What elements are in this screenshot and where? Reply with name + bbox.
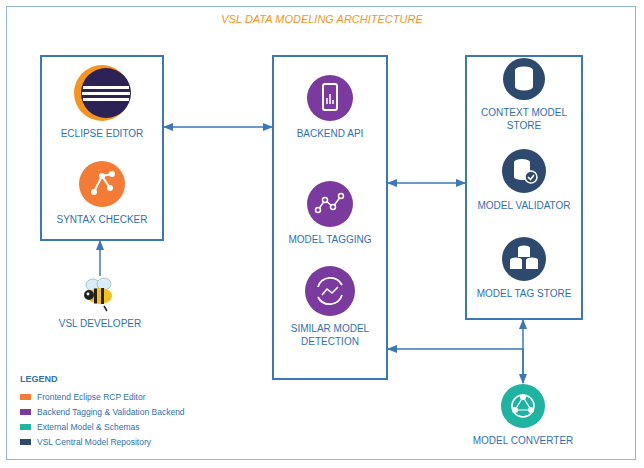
node-label: MODEL TAGGING <box>288 233 371 246</box>
node-label: VSL DEVELOPER <box>59 317 141 330</box>
component-node: VSL DEVELOPER <box>45 276 155 330</box>
icon <box>500 383 546 429</box>
legend-text: VSL Central Model Repository <box>37 437 151 447</box>
legend-swatch <box>20 439 31 445</box>
group-box: ECLIPSE EDITOR SYNTAX CHECKER <box>40 55 164 241</box>
node-label: SYNTAX CHECKER <box>57 213 148 226</box>
component-node: CONTEXT MODEL STORE <box>469 57 579 132</box>
node-label: MODEL CONVERTER <box>473 434 574 447</box>
node-label: ECLIPSE EDITOR <box>61 127 144 140</box>
component-node: SYNTAX CHECKER <box>44 160 160 226</box>
legend-row: Backend Tagging & Validation Backend <box>20 404 185 419</box>
component-node: SIMILAR MODEL DETECTION <box>276 265 384 348</box>
icon <box>501 236 547 282</box>
node-label: MODEL TAG STORE <box>477 287 572 300</box>
component-node: MODEL TAGGING <box>276 180 384 246</box>
legend-swatch <box>20 409 31 415</box>
node-label: BACKEND API <box>297 127 364 140</box>
legend-text: Frontend Eclipse RCP Editor <box>37 392 146 402</box>
diagram-title: VSL DATA MODELING ARCHITECTURE <box>0 13 644 25</box>
legend: LEGEND Frontend Eclipse RCP EditorBackend… <box>20 374 185 449</box>
eclipse-icon <box>73 64 131 122</box>
legend-heading: LEGEND <box>20 374 185 384</box>
connector-arrow <box>388 349 523 383</box>
legend-row: Frontend Eclipse RCP Editor <box>20 389 185 404</box>
node-label: CONTEXT MODEL STORE <box>469 106 579 132</box>
icon <box>306 74 354 122</box>
icon <box>502 57 546 101</box>
component-node: ECLIPSE EDITOR <box>44 64 160 140</box>
icon <box>501 148 547 194</box>
node-label: SIMILAR MODEL DETECTION <box>276 322 384 348</box>
connector-arrow <box>99 241 101 276</box>
icon <box>304 265 356 317</box>
component-node: MODEL VALIDATOR <box>469 148 579 212</box>
group-box: CONTEXT MODEL STORE MODEL VALIDATOR MODEL … <box>465 55 583 320</box>
icon <box>306 180 354 228</box>
component-node: BACKEND API <box>276 74 384 140</box>
group-box: BACKEND API MODEL TAGGING SIMILAR MODEL DE… <box>272 55 388 380</box>
legend-swatch <box>20 394 31 400</box>
legend-swatch <box>20 424 31 430</box>
legend-row: VSL Central Model Repository <box>20 434 185 449</box>
connector-arrow <box>388 182 465 184</box>
legend-text: External Model & Schemas <box>37 422 140 432</box>
legend-text: Backend Tagging & Validation Backend <box>37 407 185 417</box>
icon <box>78 160 126 208</box>
component-node: MODEL TAG STORE <box>469 236 579 300</box>
legend-row: External Model & Schemas <box>20 419 185 434</box>
bee-icon <box>80 276 120 312</box>
connector-arrow <box>164 126 272 128</box>
component-node: MODEL CONVERTER <box>460 383 586 447</box>
node-label: MODEL VALIDATOR <box>478 199 571 212</box>
